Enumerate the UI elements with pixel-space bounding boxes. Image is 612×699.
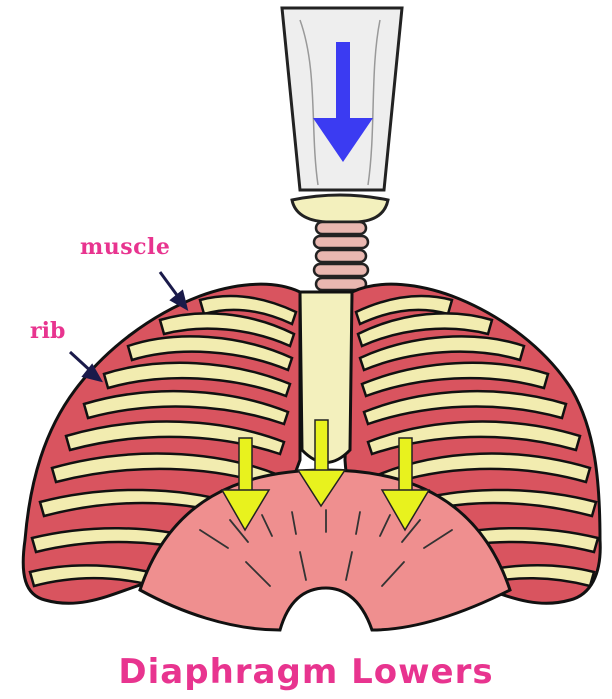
muscle-label: muscle xyxy=(80,234,170,260)
caption-title: Diaphragm Lowers xyxy=(0,652,612,692)
trachea xyxy=(292,195,388,290)
rib-label: rib xyxy=(30,318,65,344)
muscle-pointer-arrow-icon xyxy=(160,272,186,308)
